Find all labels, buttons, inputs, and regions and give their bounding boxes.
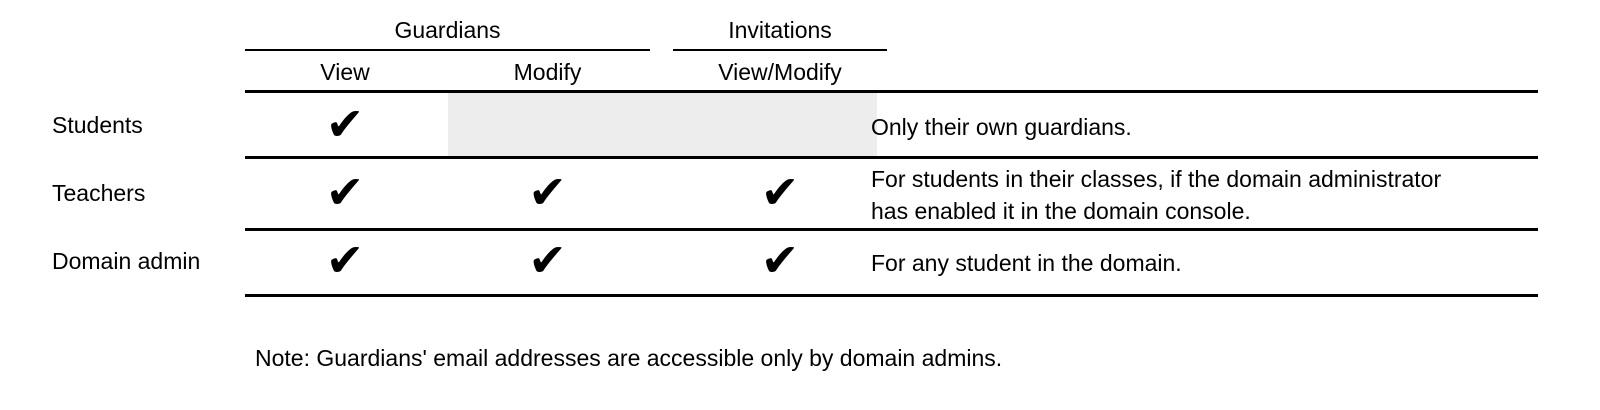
note-students: Only their own guardians. — [871, 111, 1132, 143]
checkmark-icon: ✔ — [760, 165, 800, 219]
checkmark-icon: ✔ — [760, 233, 800, 287]
note-domain-admin: For any student in the domain. — [871, 247, 1182, 279]
column-header-view-modify: View/Modify — [718, 59, 842, 85]
column-header-modify: Modify — [513, 59, 582, 85]
row-label-domain-admin: Domain admin — [52, 248, 201, 274]
row-label-students: Students — [52, 112, 143, 138]
column-group-invitations: Invitations — [728, 17, 832, 43]
checkmark-icon: ✔ — [528, 233, 567, 287]
guardians-group-underline — [245, 49, 650, 51]
checkmark-icon: ✔ — [325, 233, 365, 287]
checkmark-icon: ✔ — [325, 165, 365, 219]
note-line: has enabled it in the domain console. — [871, 198, 1251, 224]
checkmark-icon: ✔ — [325, 97, 365, 151]
row-label-teachers: Teachers — [52, 180, 146, 206]
checkmark-icon: ✔ — [528, 165, 567, 219]
table-line-teachers — [245, 228, 1538, 231]
note-line: Only their own guardians. — [871, 114, 1132, 140]
table-line-header — [245, 90, 1538, 93]
table-line-students — [245, 156, 1538, 159]
column-header-view: View — [320, 59, 370, 85]
column-group-guardians: Guardians — [394, 17, 501, 43]
note-line: For students in their classes, if the do… — [871, 166, 1442, 192]
students-disabled-cells — [448, 93, 877, 156]
invitations-group-underline — [673, 49, 887, 51]
note-teachers: For students in their classes, if the do… — [871, 163, 1441, 227]
table-line-domain-admin — [245, 294, 1538, 297]
footnote: Note: Guardians' email addresses are acc… — [255, 345, 1003, 371]
note-line: For any student in the domain. — [871, 250, 1182, 276]
